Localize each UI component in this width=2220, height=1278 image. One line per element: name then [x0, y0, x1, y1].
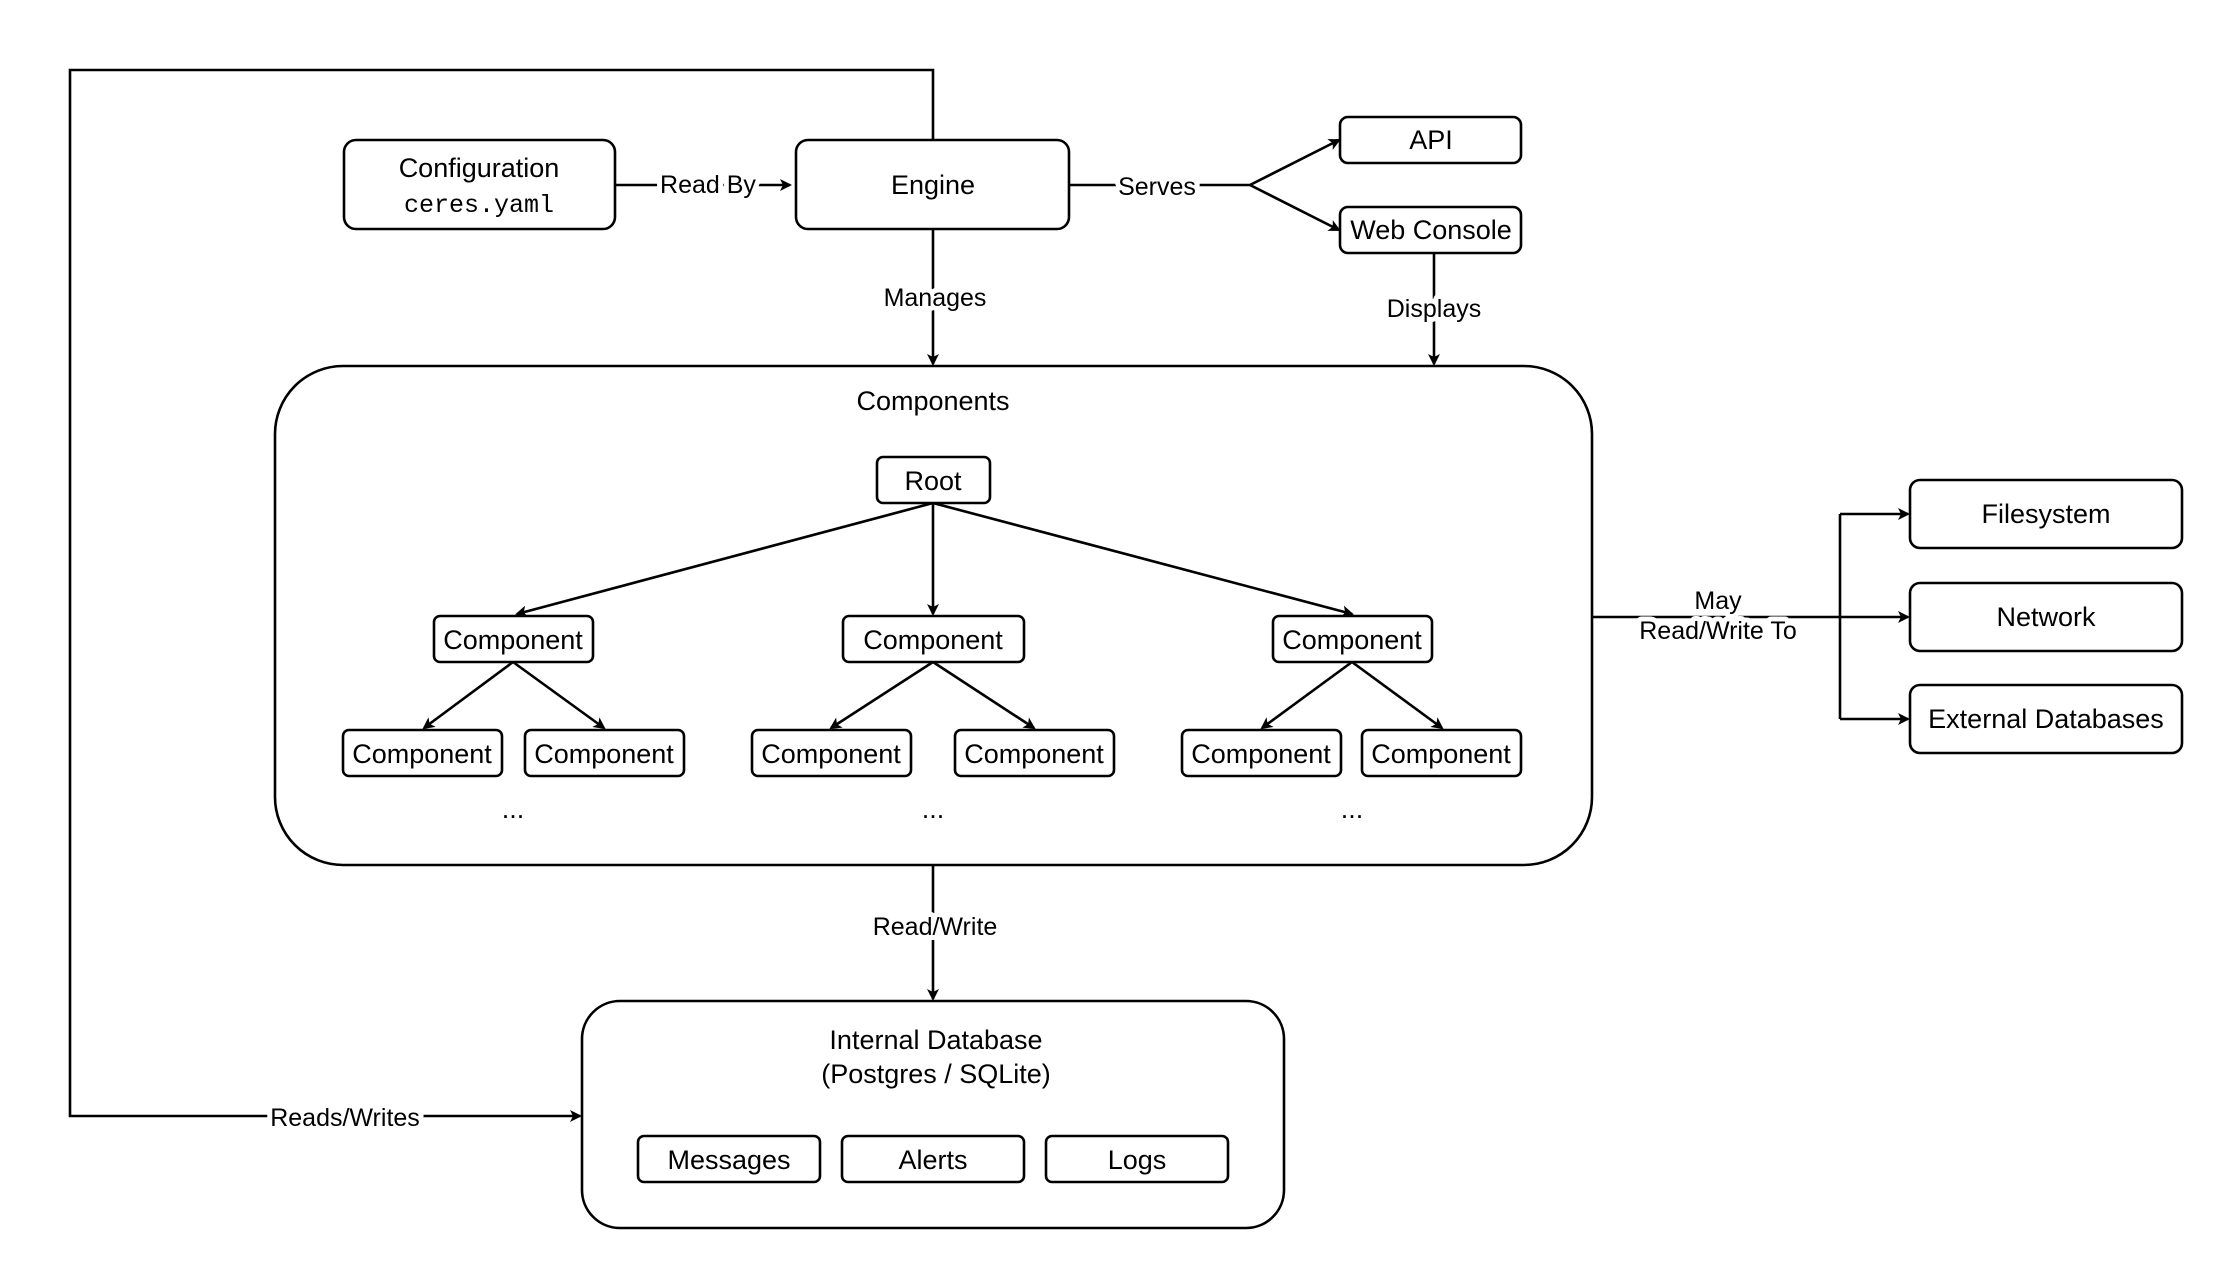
- alerts-label: Alerts: [898, 1145, 967, 1175]
- edge-middle-to-child2: [932, 660, 1036, 730]
- ellipsis-right: ...: [1341, 794, 1364, 824]
- component-label: Component: [1371, 739, 1511, 769]
- component-label: Component: [534, 739, 674, 769]
- messages-node: Messages: [636, 1134, 822, 1184]
- engine-node: Engine: [794, 138, 1071, 231]
- web-console-node: Web Console: [1338, 205, 1523, 255]
- edge-label-may: May: [1694, 587, 1742, 615]
- logs-node: Logs: [1044, 1134, 1230, 1184]
- configuration-file: ceres.yaml: [404, 191, 554, 220]
- component-label: Component: [352, 739, 492, 769]
- component-label: Component: [443, 625, 583, 655]
- edge-engine-reads-writes: [68, 68, 935, 1122]
- edge-middle-to-child1: [829, 660, 934, 730]
- component-node-middle: Component: [841, 614, 1026, 664]
- edge-left-to-child2: [512, 660, 606, 730]
- edge-label-manages: Manages: [884, 284, 987, 312]
- messages-label: Messages: [667, 1145, 790, 1175]
- engine-label: Engine: [891, 170, 975, 200]
- logs-label: Logs: [1108, 1145, 1167, 1175]
- api-node: API: [1338, 115, 1523, 165]
- edge-label-reads-writes: Reads/Writes: [270, 1104, 420, 1132]
- components-group-title: Components: [856, 386, 1009, 416]
- component-node-middle-child-1: Component: [750, 728, 913, 778]
- filesystem-label: Filesystem: [1981, 499, 2110, 529]
- edge-left-to-child1: [422, 660, 514, 730]
- web-console-label: Web Console: [1350, 215, 1512, 245]
- configuration-title: Configuration: [399, 153, 560, 183]
- edge-label-read-write: Read/Write: [873, 913, 998, 941]
- edge-right-to-child2: [1351, 660, 1444, 730]
- component-node-left-child-1: Component: [341, 728, 504, 778]
- component-node-left: Component: [432, 614, 595, 664]
- ellipsis-left: ...: [502, 794, 525, 824]
- internal-database-subtitle: (Postgres / SQLite): [821, 1059, 1051, 1089]
- internal-database-node: Internal Database (Postgres / SQLite): [580, 999, 1286, 1230]
- edge-right-to-child1: [1260, 660, 1353, 730]
- component-node-middle-child-2: Component: [953, 728, 1116, 778]
- edge-label-serves: Serves: [1118, 173, 1196, 201]
- root-node: Root: [875, 455, 992, 505]
- component-node-right-child-1: Component: [1180, 728, 1343, 778]
- edge-root-to-left: [515, 501, 934, 618]
- component-label: Component: [761, 739, 901, 769]
- ellipsis-middle: ...: [922, 794, 945, 824]
- edge-label-displays: Displays: [1387, 295, 1481, 323]
- filesystem-node: Filesystem: [1908, 478, 2184, 550]
- component-label: Component: [964, 739, 1104, 769]
- api-label: API: [1409, 125, 1453, 155]
- edge-label-read-by: Read By: [660, 171, 756, 199]
- component-node-right: Component: [1271, 614, 1434, 664]
- edge-root-to-right: [932, 501, 1354, 618]
- alerts-node: Alerts: [840, 1134, 1026, 1184]
- external-databases-label: External Databases: [1928, 704, 2164, 734]
- component-label: Component: [863, 625, 1003, 655]
- component-label: Component: [1191, 739, 1331, 769]
- root-label: Root: [904, 466, 962, 496]
- network-label: Network: [1996, 602, 2096, 632]
- edge-label-read-write-to: Read/Write To: [1639, 617, 1796, 645]
- component-label: Component: [1282, 625, 1422, 655]
- internal-database-title: Internal Database: [829, 1025, 1042, 1055]
- component-node-right-child-2: Component: [1360, 728, 1523, 778]
- external-databases-node: External Databases: [1908, 683, 2184, 755]
- edge-serves-to-api: [1249, 138, 1341, 187]
- configuration-node: Configuration ceres.yaml: [342, 138, 617, 231]
- component-node-left-child-2: Component: [523, 728, 686, 778]
- network-node: Network: [1908, 581, 2184, 653]
- edge-serves-to-webconsole: [1249, 183, 1341, 232]
